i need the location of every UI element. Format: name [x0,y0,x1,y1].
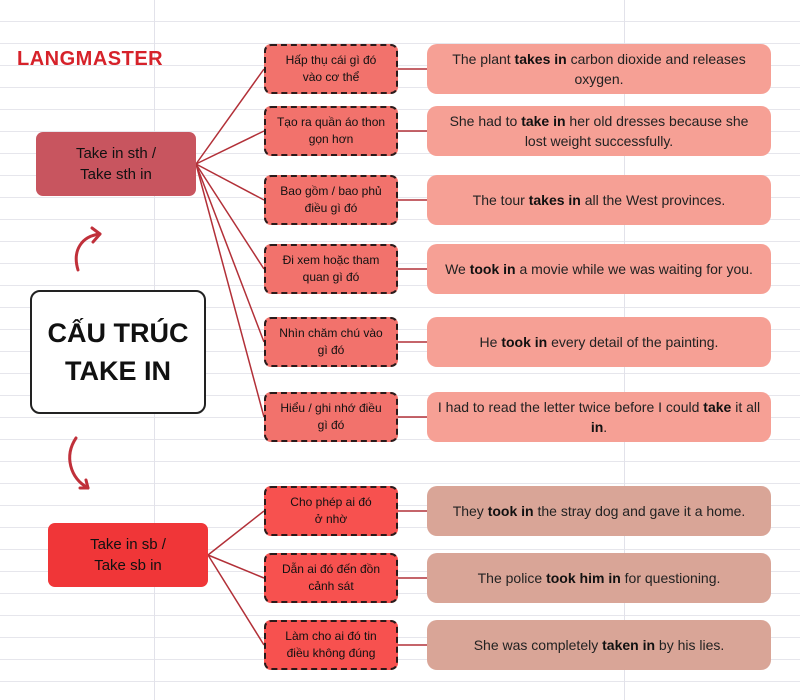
curved-arrow-up-icon-head [90,226,102,244]
example-box: The police took him in for questioning. [427,553,771,603]
example-keyword: take [703,399,732,415]
title-line-2: TAKE IN [65,356,171,386]
meaning-box: Bao gồm / bao phủ điều gì đó [264,175,398,225]
brand-logo: LANGMASTER [17,48,164,70]
root-node-take-in-sb: Take in sb / Take sb in [48,523,208,587]
connector-root-to-meaning [195,163,265,270]
example-text: a movie while we was waiting for you. [515,261,753,277]
connector-root-to-meaning [207,554,265,646]
example-text: The tour [472,192,529,208]
meaning-text-line: quan gì đó [302,270,360,284]
root-label-line-1: Take in sb / [90,536,166,553]
meaning-box: Hiểu / ghi nhớ điều gì đó [264,392,398,442]
example-text: . [603,419,608,435]
example-text: all the West provinces. [580,192,726,208]
example-keyword: taken in [602,637,656,653]
example-text: the stray dog and gave it a home. [533,503,746,519]
example-text: She was completely [473,637,603,653]
example-keyword: take in [521,113,566,129]
example-keyword: took in [487,503,534,519]
meaning-text-line: Đi xem hoặc tham [282,253,380,267]
connector-root-to-meaning [207,510,265,556]
example-sentence: We took in a movie while we was waiting … [445,259,753,279]
meaning-text-line: vào cơ thể [302,70,360,84]
example-text: by his lies. [655,637,725,653]
meaning-box: Hấp thụ cái gì đó vào cơ thể [264,44,398,94]
example-text: every detail of the painting. [547,334,719,350]
example-sentence: He took in every detail of the painting. [480,332,719,352]
example-text: The plant [452,51,515,67]
connector-root-to-meaning [195,130,265,165]
curved-arrow-down-icon-head [78,478,90,490]
example-keyword: takes in [514,51,567,67]
meaning-text-line: gọn hơn [308,132,354,146]
connector-root-to-meaning [207,554,265,579]
meaning-box: Tạo ra quần áo thon gọn hơn [264,106,398,156]
meaning-text-line: Tạo ra quần áo thon [276,115,386,129]
meaning-text-line: ở nhờ [314,512,348,526]
connector-root-to-meaning [195,163,265,201]
curved-arrow-up-icon [74,232,102,272]
curved-arrow-down-icon [68,436,90,490]
example-box: They took in the stray dog and gave it a… [427,486,771,536]
example-box: I had to read the letter twice before I … [427,392,771,442]
example-text: They [452,503,488,519]
example-text: her old dresses because she lost weight … [524,113,749,149]
connector-root-to-meaning [195,163,265,418]
example-keyword: took in [501,334,548,350]
meaning-text-line: Dẫn ai đó đến đồn [281,562,381,576]
root-label-line-1: Take in sth / [75,145,157,162]
example-text: We [445,261,470,277]
meaning-box: Làm cho ai đó tin điều không đúng [264,620,398,670]
meaning-text-line: điều gì đó [304,201,358,215]
example-text: She had to [449,113,522,129]
meaning-box: Dẫn ai đó đến đồn cảnh sát [264,553,398,603]
example-text: The police [477,570,547,586]
meaning-text-line: Hấp thụ cái gì đó [285,53,377,67]
example-box: She had to take in her old dresses becau… [427,106,771,156]
example-box: We took in a movie while we was waiting … [427,244,771,294]
example-sentence: She was completely taken in by his lies. [474,635,725,655]
meaning-text-line: Bao gồm / bao phủ [280,184,382,198]
example-keyword: took in [469,261,516,277]
root-label-line-2: Take sb in [94,557,162,574]
connector-root-to-meaning [195,163,265,343]
example-box: The tour takes in all the West provinces… [427,175,771,225]
example-box: He took in every detail of the painting. [427,317,771,367]
meaning-text-line: cảnh sát [308,579,354,593]
meaning-text-line: Làm cho ai đó tin [285,629,377,643]
example-keyword: took him in [546,570,621,586]
example-sentence: The plant takes in carbon dioxide and re… [437,49,761,89]
example-sentence: She had to take in her old dresses becau… [437,111,761,151]
meaning-text-line: gì đó [317,343,345,357]
example-sentence: The tour takes in all the West provinces… [473,190,726,210]
example-sentence: They took in the stray dog and gave it a… [453,501,746,521]
diagram-title: CẤU TRÚC TAKE IN [30,290,206,414]
example-text: carbon dioxide and releases oxygen. [566,51,746,87]
example-box: The plant takes in carbon dioxide and re… [427,44,771,94]
meaning-text-line: Hiểu / ghi nhớ điều [280,401,382,415]
example-text: I had to read the letter twice before I … [437,399,704,415]
example-sentence: I had to read the letter twice before I … [437,397,761,437]
connector-root-to-meaning [195,68,265,165]
example-text: for questioning. [620,570,721,586]
meaning-text-line: Nhìn chăm chú vào [279,326,383,340]
meaning-text-line: gì đó [317,418,345,432]
example-keyword: in [590,419,604,435]
meaning-text-line: điều không đúng [286,646,376,660]
meaning-box: Nhìn chăm chú vào gì đó [264,317,398,367]
root-node-take-in-sth: Take in sth / Take sth in [36,132,196,196]
meaning-text-line: Cho phép ai đó [290,495,372,509]
root-label-line-2: Take sth in [80,166,152,183]
title-line-1: CẤU TRÚC [47,318,189,348]
example-text: it all [731,399,761,415]
example-box: She was completely taken in by his lies. [427,620,771,670]
example-keyword: takes in [528,192,581,208]
meaning-box: Cho phép ai đó ở nhờ [264,486,398,536]
meaning-box: Đi xem hoặc tham quan gì đó [264,244,398,294]
example-text: He [479,334,502,350]
example-sentence: The police took him in for questioning. [478,568,721,588]
